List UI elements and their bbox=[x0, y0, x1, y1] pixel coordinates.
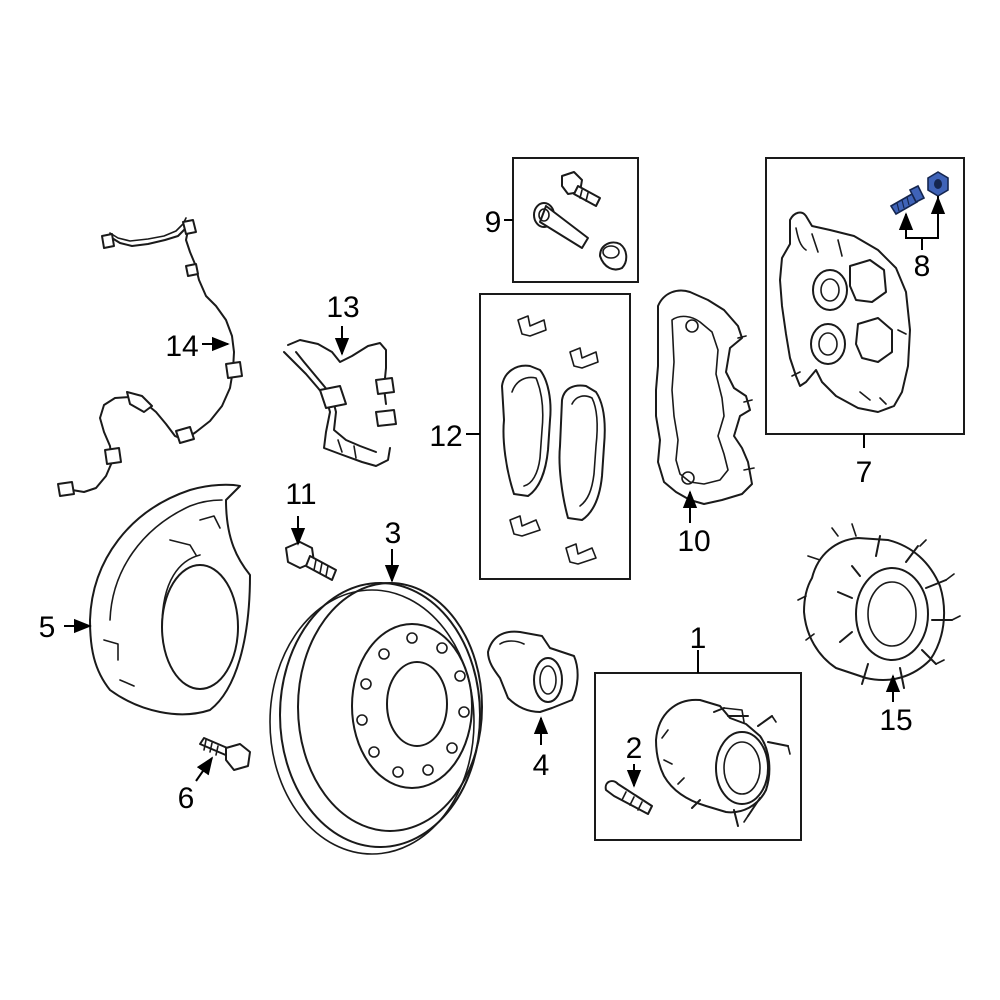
guide-pin[interactable] bbox=[533, 202, 589, 249]
abs-sensor-harness[interactable] bbox=[57, 217, 243, 497]
callout-11: 11 bbox=[285, 478, 316, 511]
callout-2: 2 bbox=[626, 732, 643, 765]
callout-8: 8 bbox=[914, 250, 931, 283]
brake-caliper[interactable] bbox=[779, 211, 911, 413]
callout-1: 1 bbox=[690, 622, 707, 655]
callout-3: 3 bbox=[385, 517, 402, 550]
hub-spacer[interactable] bbox=[487, 630, 579, 713]
dust-shield[interactable] bbox=[89, 483, 251, 716]
group-box-7 bbox=[765, 157, 965, 435]
callout-4: 4 bbox=[533, 749, 550, 782]
bolt-11[interactable] bbox=[285, 541, 337, 581]
inner-pad[interactable] bbox=[501, 364, 552, 497]
pin-boot[interactable] bbox=[599, 241, 628, 271]
callout-9: 9 bbox=[485, 206, 502, 239]
callout-7: 7 bbox=[856, 456, 873, 489]
caliper-nut-highlighted[interactable] bbox=[927, 171, 949, 197]
caliper-bracket[interactable] bbox=[655, 289, 755, 505]
callout-12: 12 bbox=[429, 420, 462, 453]
brake-pad-set[interactable] bbox=[501, 315, 606, 565]
wheel-hub[interactable] bbox=[655, 698, 791, 827]
guide-bolt[interactable] bbox=[561, 171, 601, 207]
group-box-12 bbox=[479, 293, 631, 580]
rotor-bolt-holes bbox=[356, 632, 470, 778]
callout-leaders bbox=[64, 196, 946, 788]
callout-14: 14 bbox=[165, 330, 198, 363]
callout-13: 13 bbox=[326, 291, 359, 324]
callout-5: 5 bbox=[39, 611, 56, 644]
wheel-stud[interactable] bbox=[604, 780, 653, 815]
caliper-pin-kit[interactable] bbox=[533, 171, 628, 271]
outer-pad[interactable] bbox=[558, 384, 606, 521]
callout-numbers: 1 2 3 4 5 6 7 8 9 10 11 12 13 14 15 bbox=[39, 206, 931, 815]
bolt-6[interactable] bbox=[199, 737, 251, 771]
hub-assembly[interactable] bbox=[797, 523, 961, 689]
caliper-bolt-highlighted[interactable] bbox=[889, 184, 926, 216]
callout-15: 15 bbox=[879, 704, 912, 737]
pad-clip bbox=[509, 315, 599, 565]
callout-6: 6 bbox=[178, 782, 195, 815]
brake-rotor[interactable] bbox=[269, 582, 483, 855]
callout-10: 10 bbox=[677, 525, 710, 558]
brake-hose-bracket[interactable] bbox=[283, 339, 397, 467]
